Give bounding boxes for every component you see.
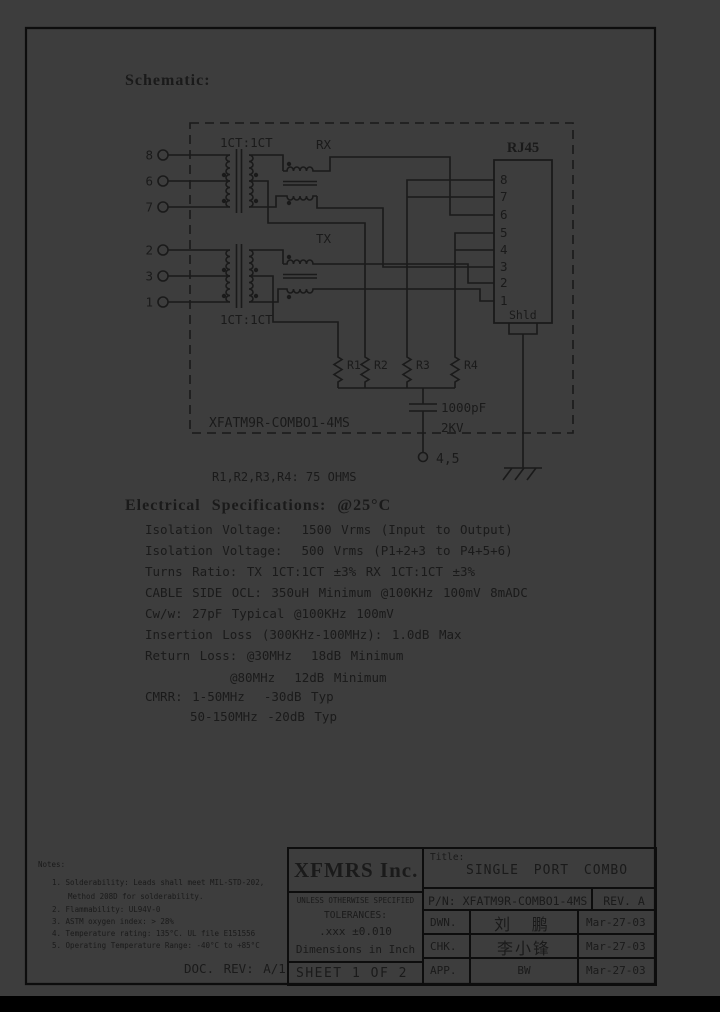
resistors <box>334 352 459 388</box>
note-line: 1. Solderability: Leads shall meet MIL-S… <box>52 878 265 887</box>
electrical-heading: Electrical Specifications: @25°C <box>125 497 392 514</box>
approved-date: Mar-27-03 <box>586 964 646 977</box>
spec-line: @80MHz 12dB Minimum <box>230 670 387 685</box>
polarity-dots <box>221 161 292 300</box>
part-number: XFATM9R-COMBO1-4MS <box>209 416 350 431</box>
title-block-grid <box>288 848 656 985</box>
spec-line: Return Loss: @30MHz 18dB Minimum <box>145 648 404 663</box>
drawn-date: Mar-27-03 <box>586 916 646 929</box>
spec-line: Isolation Voltage: 1500 Vrms (Input to O… <box>145 522 513 537</box>
spec-line: Insertion Loss (300KHz-100MHz): 1.0dB Ma… <box>145 627 462 642</box>
part-number-field: P/N: XFATM9R-COMBO1-4MS <box>428 894 588 908</box>
checked-name: 李小锋 <box>496 939 551 958</box>
approved-name: BW <box>517 964 531 977</box>
rj45-pin: 6 <box>500 207 508 222</box>
spec-line: 50-150MHz -20dB Typ <box>190 709 337 724</box>
rx-label: RX <box>316 137 332 152</box>
revision-field: REV. A <box>603 894 645 908</box>
approved-label: APP. <box>430 964 457 977</box>
wires <box>168 155 542 480</box>
resistor-label: R2 <box>374 358 388 372</box>
notes-header: Notes: <box>38 860 66 869</box>
cap-rating: 2KV <box>441 420 464 435</box>
tolerances-label: TOLERANCES: <box>324 910 387 921</box>
rj45-body <box>494 160 552 323</box>
pin-label: 8 <box>145 148 153 163</box>
pin-label: 7 <box>145 200 153 215</box>
rj45-pin: 4 <box>500 242 508 257</box>
note-line: 3. ASTM oxygen index: > 28% <box>52 917 174 926</box>
sheet-number: SHEET 1 OF 2 <box>296 966 408 981</box>
rj45-pin: 3 <box>500 259 508 274</box>
choke-rx <box>283 167 317 200</box>
turns-ratio-label-bottom: 1CT:1CT <box>220 312 273 327</box>
schematic-heading: Schematic: <box>125 72 211 89</box>
rj45-label: RJ45 <box>507 140 539 156</box>
note-line: 5. Operating Temperature Range: -40°C to… <box>52 941 260 950</box>
drawing-title: SINGLE PORT COMBO <box>466 863 629 878</box>
module-outline <box>190 123 573 433</box>
terminal-label: 4,5 <box>436 452 459 467</box>
pin-label: 2 <box>145 243 153 258</box>
shield-label: Shld <box>509 308 537 322</box>
bottom-strip <box>0 996 720 1012</box>
spec-line: Turns Ratio: TX 1CT:1CT ±3% RX 1CT:1CT ±… <box>145 564 476 579</box>
rj45-pin: 2 <box>500 275 508 290</box>
rj45-pin: 5 <box>500 225 508 240</box>
resistor-label: R4 <box>464 358 478 372</box>
resistor-label: R1 <box>347 358 361 372</box>
rj45-pin: 7 <box>500 189 508 204</box>
pin-label: 1 <box>145 295 153 310</box>
checked-date: Mar-27-03 <box>586 940 646 953</box>
resistor-label: R3 <box>416 358 430 372</box>
note-line: Method 208D for solderability. <box>68 892 204 901</box>
dimensions-note: Dimensions in Inch <box>295 943 416 956</box>
pin-terminals <box>158 150 428 462</box>
checked-label: CHK. <box>430 940 457 953</box>
schematic-labels: 8 6 7 2 3 1 1CT:1CT 1CT:1CT RX TX RJ45 8… <box>145 135 539 484</box>
terminal-45 <box>419 453 428 462</box>
tolerance-value: .xxx ±0.010 <box>319 925 392 938</box>
choke-tx <box>283 260 317 293</box>
tx-label: TX <box>316 231 332 246</box>
spec-line: Isolation Voltage: 500 Vrms (P1+2+3 to P… <box>145 543 513 558</box>
pin-label: 3 <box>145 269 153 284</box>
transformer-tx <box>226 244 253 308</box>
cap-value: 1000pF <box>441 400 486 415</box>
rj45-pin: 8 <box>500 172 508 187</box>
doc-rev: DOC. REV: A/1 <box>184 961 286 976</box>
spec-line: CMRR: 1-50MHz -30dB Typ <box>145 689 334 704</box>
pin-label: 6 <box>145 174 153 189</box>
drawn-name: 刘 鹏 <box>494 915 554 934</box>
note-line: 2. Flammability: UL94V-0 <box>52 905 161 914</box>
transformer-rx <box>226 149 253 213</box>
note-line: 4. Temperature rating: 135°C. UL file E1… <box>52 929 256 938</box>
rj45-pin: 1 <box>500 293 508 308</box>
spec-line: CABLE SIDE OCL: 350uH Minimum @100KHz 10… <box>145 585 528 600</box>
drawn-label: DWN. <box>430 916 457 929</box>
tolerance-header: UNLESS OTHERWISE SPECIFIED <box>296 896 415 905</box>
spec-line: Cw/w: 27pF Typical @100KHz 100mV <box>145 606 394 621</box>
company-name: XFMRS Inc. <box>294 858 419 882</box>
resistor-note: R1,R2,R3,R4: 75 OHMS <box>212 470 357 484</box>
turns-ratio-label-top: 1CT:1CT <box>220 135 273 150</box>
title-label: Title: <box>430 852 465 863</box>
